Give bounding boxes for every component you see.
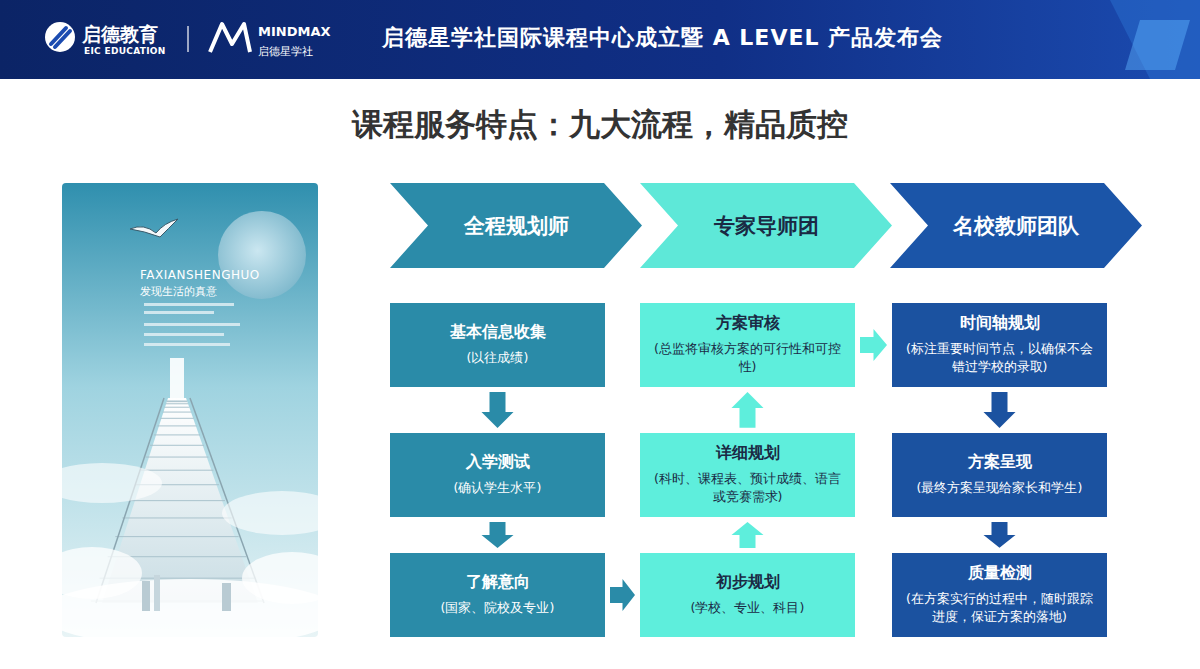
process-box: 质量检测 (在方案实行的过程中，随时跟踪进度，保证方案的落地) [892,553,1107,637]
process-box: 了解意向 (国家、院校及专业) [390,553,605,637]
header-title: 启德星学社国际课程中心成立暨 A LEVEL 产品发布会 [382,23,943,53]
chevron-label: 名校教师团队 [890,183,1142,268]
block-arrow [732,522,764,548]
box-description: (最终方案呈现给家长和学生) [917,479,1083,498]
slide-title: 课程服务特点：九大流程，精品质控 [0,104,1200,146]
logo-subtext: 启德星学社 [258,44,313,59]
logo-text: 启德教育 [82,22,158,48]
logo-text: MINDMAX [258,24,330,39]
process-box: 时间轴规划 (标注重要时间节点，以确保不会错过学校的录取) [892,303,1107,387]
box-heading: 了解意向 [466,572,530,593]
chevron-header: 全程规划师 [390,183,642,268]
process-box: 详细规划 (科时、课程表、预计成绩、语言或竞赛需求) [640,433,855,517]
chevron-header: 专家导师团 [640,183,892,268]
box-heading: 初步规划 [716,572,780,593]
box-heading: 基本信息收集 [450,322,546,343]
box-heading: 时间轴规划 [960,313,1040,334]
block-arrow [732,392,764,428]
box-description: (以往成绩) [467,349,529,368]
chevron-label-text: 专家导师团 [714,212,819,240]
block-arrow [984,392,1016,428]
process-box: 入学测试 (确认学生水平) [390,433,605,517]
chevron-label-text: 名校教师团队 [953,212,1079,240]
logo-subtext: EIC EDUCATION [84,46,166,56]
block-arrow [482,392,514,428]
box-heading: 入学测试 [466,452,530,473]
chevron-label: 全程规划师 [390,183,642,268]
box-heading: 方案呈现 [968,452,1032,473]
box-description: (总监将审核方案的可行性和可控性) [652,340,843,378]
box-description: (学校、专业、科目) [691,599,805,618]
block-arrow [860,329,887,361]
block-arrow [482,522,514,548]
process-box: 初步规划 (学校、专业、科目) [640,553,855,637]
box-description: (在方案实行的过程中，随时跟踪进度，保证方案的落地) [904,590,1095,628]
illustration [62,183,318,637]
illustration-text: 发现生活的真意 [140,284,217,299]
block-arrow [610,579,635,611]
chevron-header: 名校教师团队 [890,183,1142,268]
box-description: (科时、课程表、预计成绩、语言或竞赛需求) [652,470,843,508]
box-heading: 质量检测 [968,563,1032,584]
process-box: 方案呈现 (最终方案呈现给家长和学生) [892,433,1107,517]
box-heading: 详细规划 [716,443,780,464]
box-description: (确认学生水平) [454,479,542,498]
chevron-label: 专家导师团 [640,183,892,268]
process-box: 方案审核 (总监将审核方案的可行性和可控性) [640,303,855,387]
chevron-label-text: 全程规划师 [464,212,569,240]
block-arrow [984,522,1016,548]
box-description: (标注重要时间节点，以确保不会错过学校的录取) [904,340,1095,378]
process-box: 基本信息收集 (以往成绩) [390,303,605,387]
box-heading: 方案审核 [716,313,780,334]
box-description: (国家、院校及专业) [441,599,555,618]
illustration-text: FAXIANSHENGHUO [140,268,260,282]
